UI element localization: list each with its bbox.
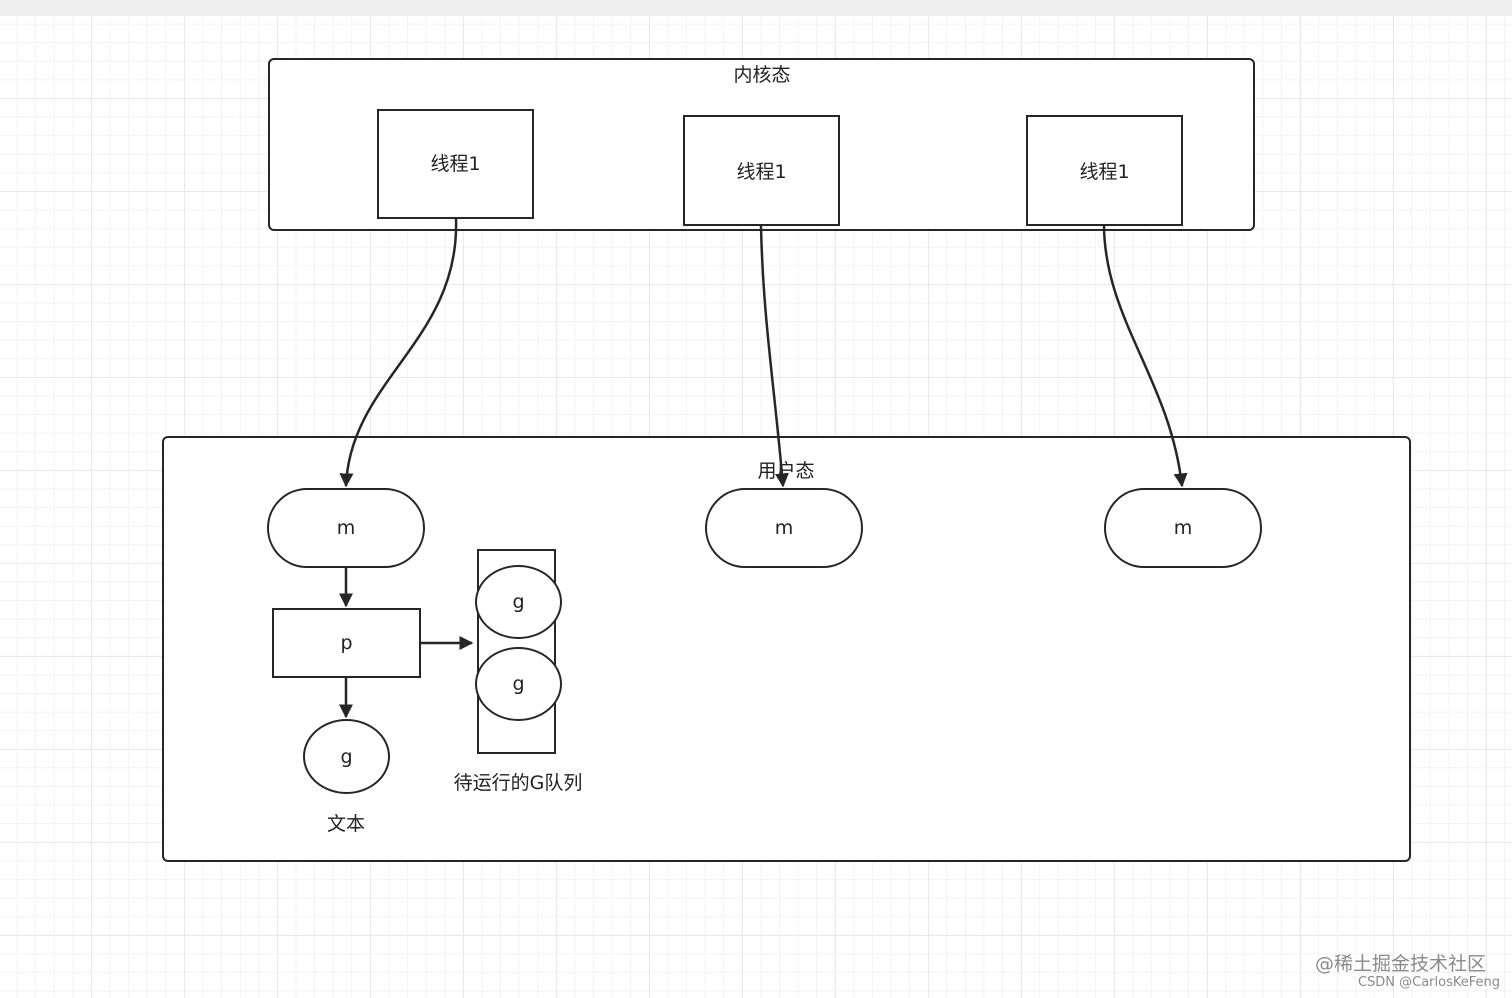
m-node-2: m: [705, 488, 863, 568]
kernel-space-title: 内核态: [733, 64, 791, 86]
top-bar: [0, 0, 1512, 16]
kernel-thread-3: 线程1: [1026, 115, 1183, 226]
kernel-thread-1: 线程1: [377, 109, 534, 219]
watermark-juejin: @稀土掘金技术社区: [1314, 953, 1486, 975]
m-node-3: m: [1104, 488, 1262, 568]
queue-g-item-2: g: [475, 647, 562, 721]
queue-g-item-1: g: [475, 565, 562, 639]
kernel-thread-2: 线程1: [683, 115, 840, 226]
m-node-1: m: [267, 488, 425, 568]
p-node: p: [272, 608, 421, 678]
g-node: g: [303, 719, 390, 794]
user-space-title: 用户态: [757, 460, 815, 482]
queue-caption: 待运行的G队列: [453, 772, 583, 794]
watermark-csdn: CSDN @CarlosKeFeng: [1357, 975, 1500, 990]
g-node-caption: 文本: [326, 813, 365, 835]
